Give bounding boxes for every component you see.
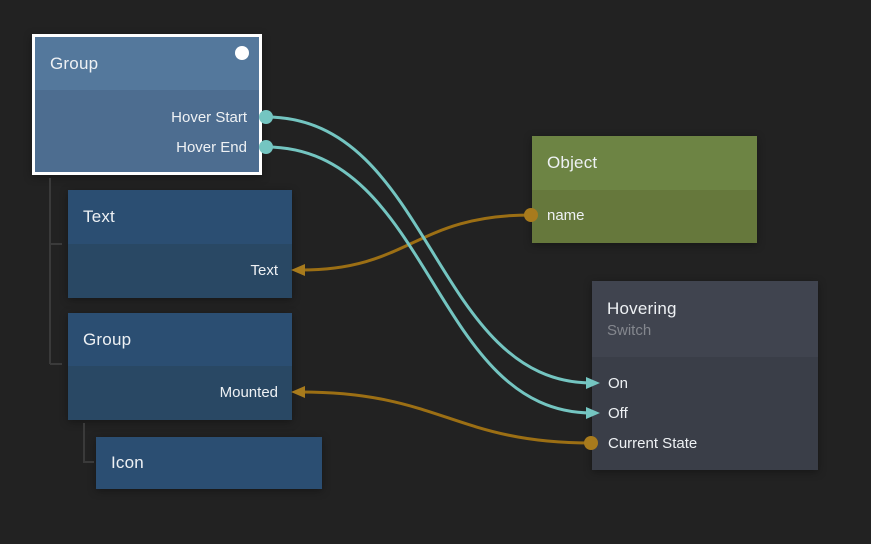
node-title: Object bbox=[547, 153, 598, 172]
node-title: Text bbox=[83, 207, 115, 226]
tree-line-elbow-icon bbox=[83, 423, 94, 463]
status-indicator-icon bbox=[235, 46, 249, 60]
port-current-state[interactable]: Current State bbox=[608, 434, 698, 452]
node-group-root[interactable]: Group Hover Start Hover End bbox=[32, 34, 262, 175]
wire-name-to-text[interactable] bbox=[299, 213, 533, 272]
node-group-child[interactable]: Group Mounted bbox=[68, 313, 292, 420]
wire-hover-end-to-off[interactable] bbox=[264, 145, 594, 415]
node-body: Hover Start Hover End bbox=[35, 90, 259, 162]
node-header: Text bbox=[68, 190, 292, 244]
node-header: Hovering Switch bbox=[592, 281, 818, 357]
port-off[interactable]: Off bbox=[608, 404, 628, 422]
node-subtitle: Switch bbox=[607, 322, 652, 339]
node-object[interactable]: Object name bbox=[532, 136, 757, 243]
port-text[interactable]: Text bbox=[250, 261, 278, 279]
port-hover-end[interactable]: Hover End bbox=[176, 138, 247, 156]
port-hover-start[interactable]: Hover Start bbox=[171, 108, 247, 126]
node-body: name bbox=[532, 190, 757, 230]
node-header: Object bbox=[532, 136, 757, 190]
wire-hover-start-to-on[interactable] bbox=[264, 115, 594, 385]
node-header: Group bbox=[68, 313, 292, 366]
node-text[interactable]: Text Text bbox=[68, 190, 292, 298]
port-on[interactable]: On bbox=[608, 374, 629, 392]
node-body: Mounted bbox=[68, 366, 292, 407]
node-title: Icon bbox=[111, 453, 144, 472]
node-title: Group bbox=[83, 329, 132, 349]
wire-current-state-to-mounted[interactable] bbox=[299, 390, 593, 445]
node-body: Text bbox=[68, 244, 292, 285]
node-header: Icon bbox=[96, 437, 322, 489]
node-body: On Off Current State bbox=[592, 357, 818, 458]
node-header: Group bbox=[35, 37, 259, 90]
port-name[interactable]: name bbox=[547, 206, 585, 224]
node-title: Hovering bbox=[607, 299, 677, 318]
node-hovering[interactable]: Hovering Switch On Off Current State bbox=[592, 281, 818, 470]
port-mounted[interactable]: Mounted bbox=[219, 383, 278, 401]
node-icon[interactable]: Icon bbox=[96, 437, 322, 489]
node-title: Group bbox=[50, 53, 99, 73]
